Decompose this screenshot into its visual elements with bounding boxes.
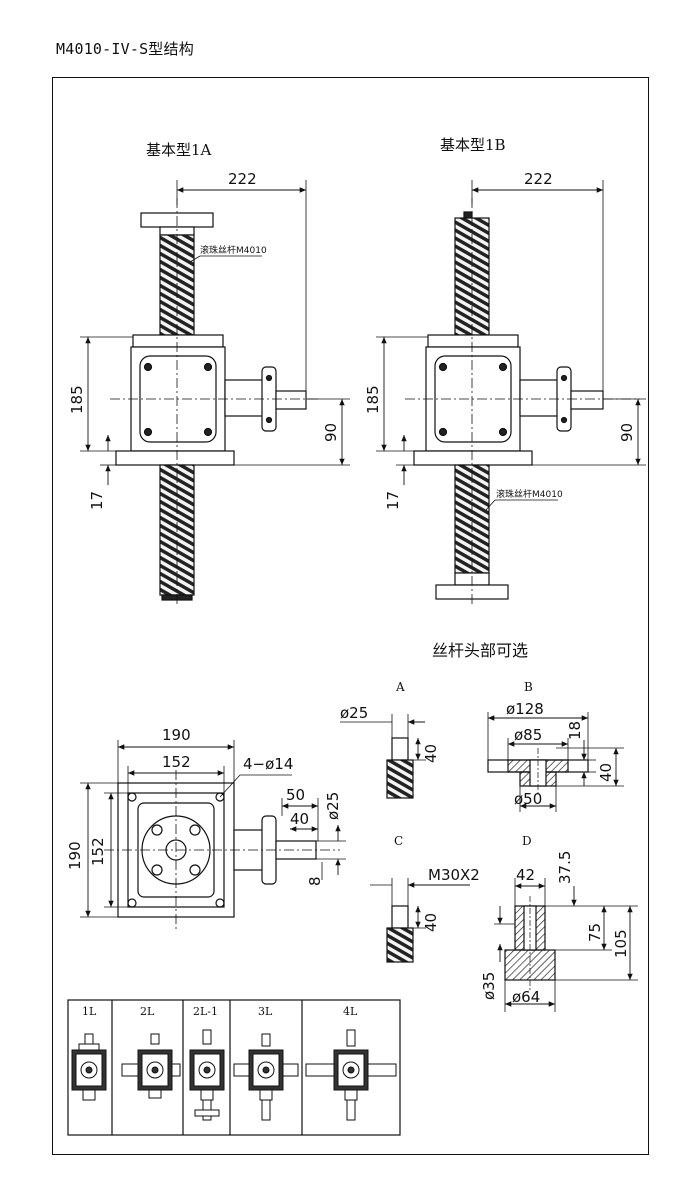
option-c-thread: M30X2: [428, 866, 480, 884]
options-title: 丝杆头部可选: [432, 641, 529, 660]
option-b-dia-inner: ø50: [514, 790, 543, 808]
view-1a-dim-222: 222: [228, 170, 257, 188]
top-view-dim-50: 50: [286, 786, 306, 804]
option-c-letter: C: [394, 834, 404, 848]
option-d-letter: D: [522, 834, 532, 848]
top-view-drawing: [80, 740, 346, 930]
layout-2l-1-icon: [189, 1029, 225, 1121]
top-view-dim-holes: 4−ø14: [243, 755, 294, 773]
top-view-dim-152-vertical: 152: [89, 837, 107, 866]
option-d-dia-bore: ø35: [480, 971, 498, 1000]
view-1b-dim-222: 222: [524, 170, 553, 188]
layout-1l-icon: [71, 1033, 107, 1101]
top-view-dim-40: 40: [290, 810, 310, 828]
view-1a-dim-90: 90: [322, 422, 340, 442]
layout-2l-icon: [121, 1033, 181, 1099]
option-d-mid: 75: [586, 922, 604, 942]
view-1b-drawing: [376, 180, 646, 605]
view-1b-dim-185: 185: [364, 385, 382, 414]
option-a-len: 40: [422, 743, 440, 763]
layout-col-4l: 4L: [343, 1005, 358, 1018]
layout-col-2l-1: 2L-1: [193, 1005, 219, 1018]
option-b-dia-outer: ø128: [506, 700, 544, 718]
top-view-dim-190: 190: [162, 726, 191, 744]
view-1b-dim-90: 90: [618, 422, 636, 442]
view-1a-screw-note: 滚珠丝杆M4010: [200, 246, 267, 256]
page-title: M4010-IV-S型结构: [56, 40, 194, 58]
option-b-drawing: [487, 712, 624, 812]
option-c-drawing: [370, 878, 470, 963]
layout-col-3l: 3L: [258, 1005, 273, 1018]
option-a-letter: A: [396, 680, 405, 694]
drawing-frame: [52, 77, 649, 1155]
option-b-thick: 18: [566, 720, 584, 740]
layout-col-1l: 1L: [82, 1005, 97, 1018]
top-view-dim-152: 152: [162, 753, 191, 771]
view-1a-dim-17: 17: [88, 490, 106, 510]
top-view-dim-shaft-dia: ø25: [324, 791, 342, 820]
view-1b-dim-17: 17: [384, 490, 402, 510]
option-d-width: 42: [516, 866, 536, 884]
view-1a-title: 基本型1A: [146, 141, 212, 159]
view-1a-drawing: [80, 180, 350, 605]
top-view-dim-8: 8: [306, 876, 324, 886]
option-c-len: 40: [422, 912, 440, 932]
option-b-letter: B: [524, 680, 533, 694]
view-1b-screw-note: 滚珠丝杆M4010: [496, 490, 563, 500]
option-a-drawing: [340, 714, 426, 799]
option-d-drawing: [494, 878, 638, 1012]
top-view-dim-190-vertical: 190: [66, 841, 84, 870]
option-b-dia-mid: ø85: [514, 726, 543, 744]
option-a-dia: ø25: [340, 704, 369, 722]
option-b-len: 40: [597, 762, 615, 782]
option-d-total: 105: [612, 929, 630, 958]
layout-4l-icon: [305, 1029, 397, 1121]
option-d-top: 37.5: [556, 850, 574, 884]
view-1a-dim-185: 185: [68, 385, 86, 414]
option-d-dia-base: ø64: [512, 988, 541, 1006]
layout-col-2l: 2L: [140, 1005, 155, 1018]
layout-3l-icon: [233, 1033, 299, 1121]
view-1b-title: 基本型1B: [440, 136, 506, 154]
